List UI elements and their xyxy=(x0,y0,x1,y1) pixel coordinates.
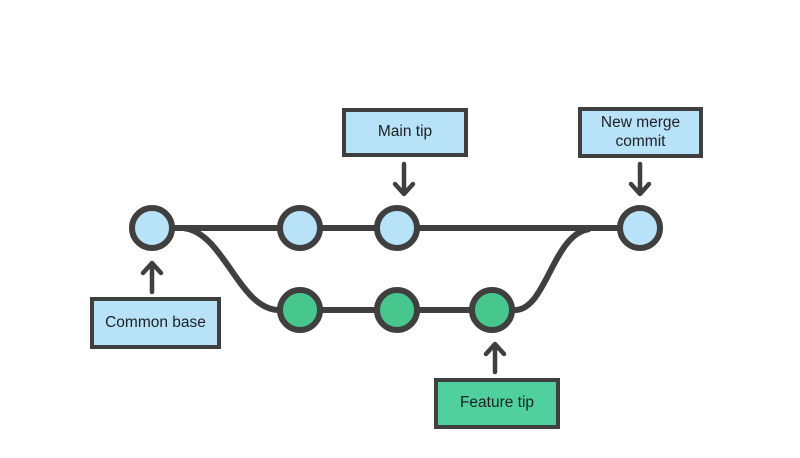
label-common-base: Common base xyxy=(90,297,221,349)
label-new-merge-commit: New merge commit xyxy=(578,107,703,158)
label-main-tip: Main tip xyxy=(342,108,468,157)
label-common-base-text: Common base xyxy=(105,313,206,331)
arrow-up-common-base xyxy=(140,260,164,295)
commit-node-feature-tip xyxy=(469,287,515,333)
commit-node-feature-1 xyxy=(277,287,323,333)
label-feature-tip-text: Feature tip xyxy=(459,394,535,412)
arrow-up-feature-tip xyxy=(483,341,507,375)
arrow-down-new-merge-commit xyxy=(628,161,652,197)
commit-node-main-1 xyxy=(277,205,323,251)
commit-node-new-merge xyxy=(617,205,663,251)
label-main-tip-text: Main tip xyxy=(377,123,433,141)
label-new-merge-commit-line1: New merge xyxy=(600,113,681,131)
label-new-merge-commit-line2: commit xyxy=(615,132,666,150)
label-feature-tip: Feature tip xyxy=(434,378,560,429)
arrow-down-main-tip xyxy=(392,161,416,197)
commit-node-feature-2 xyxy=(374,287,420,333)
commit-node-common-base xyxy=(129,205,175,251)
commit-node-main-tip xyxy=(374,205,420,251)
